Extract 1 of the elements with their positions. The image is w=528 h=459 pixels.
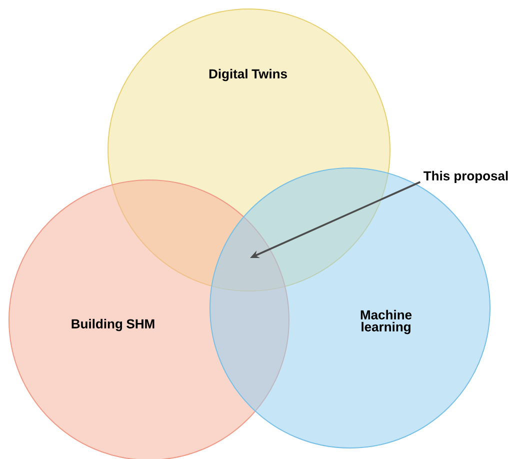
- callout-text: This proposal: [424, 170, 508, 184]
